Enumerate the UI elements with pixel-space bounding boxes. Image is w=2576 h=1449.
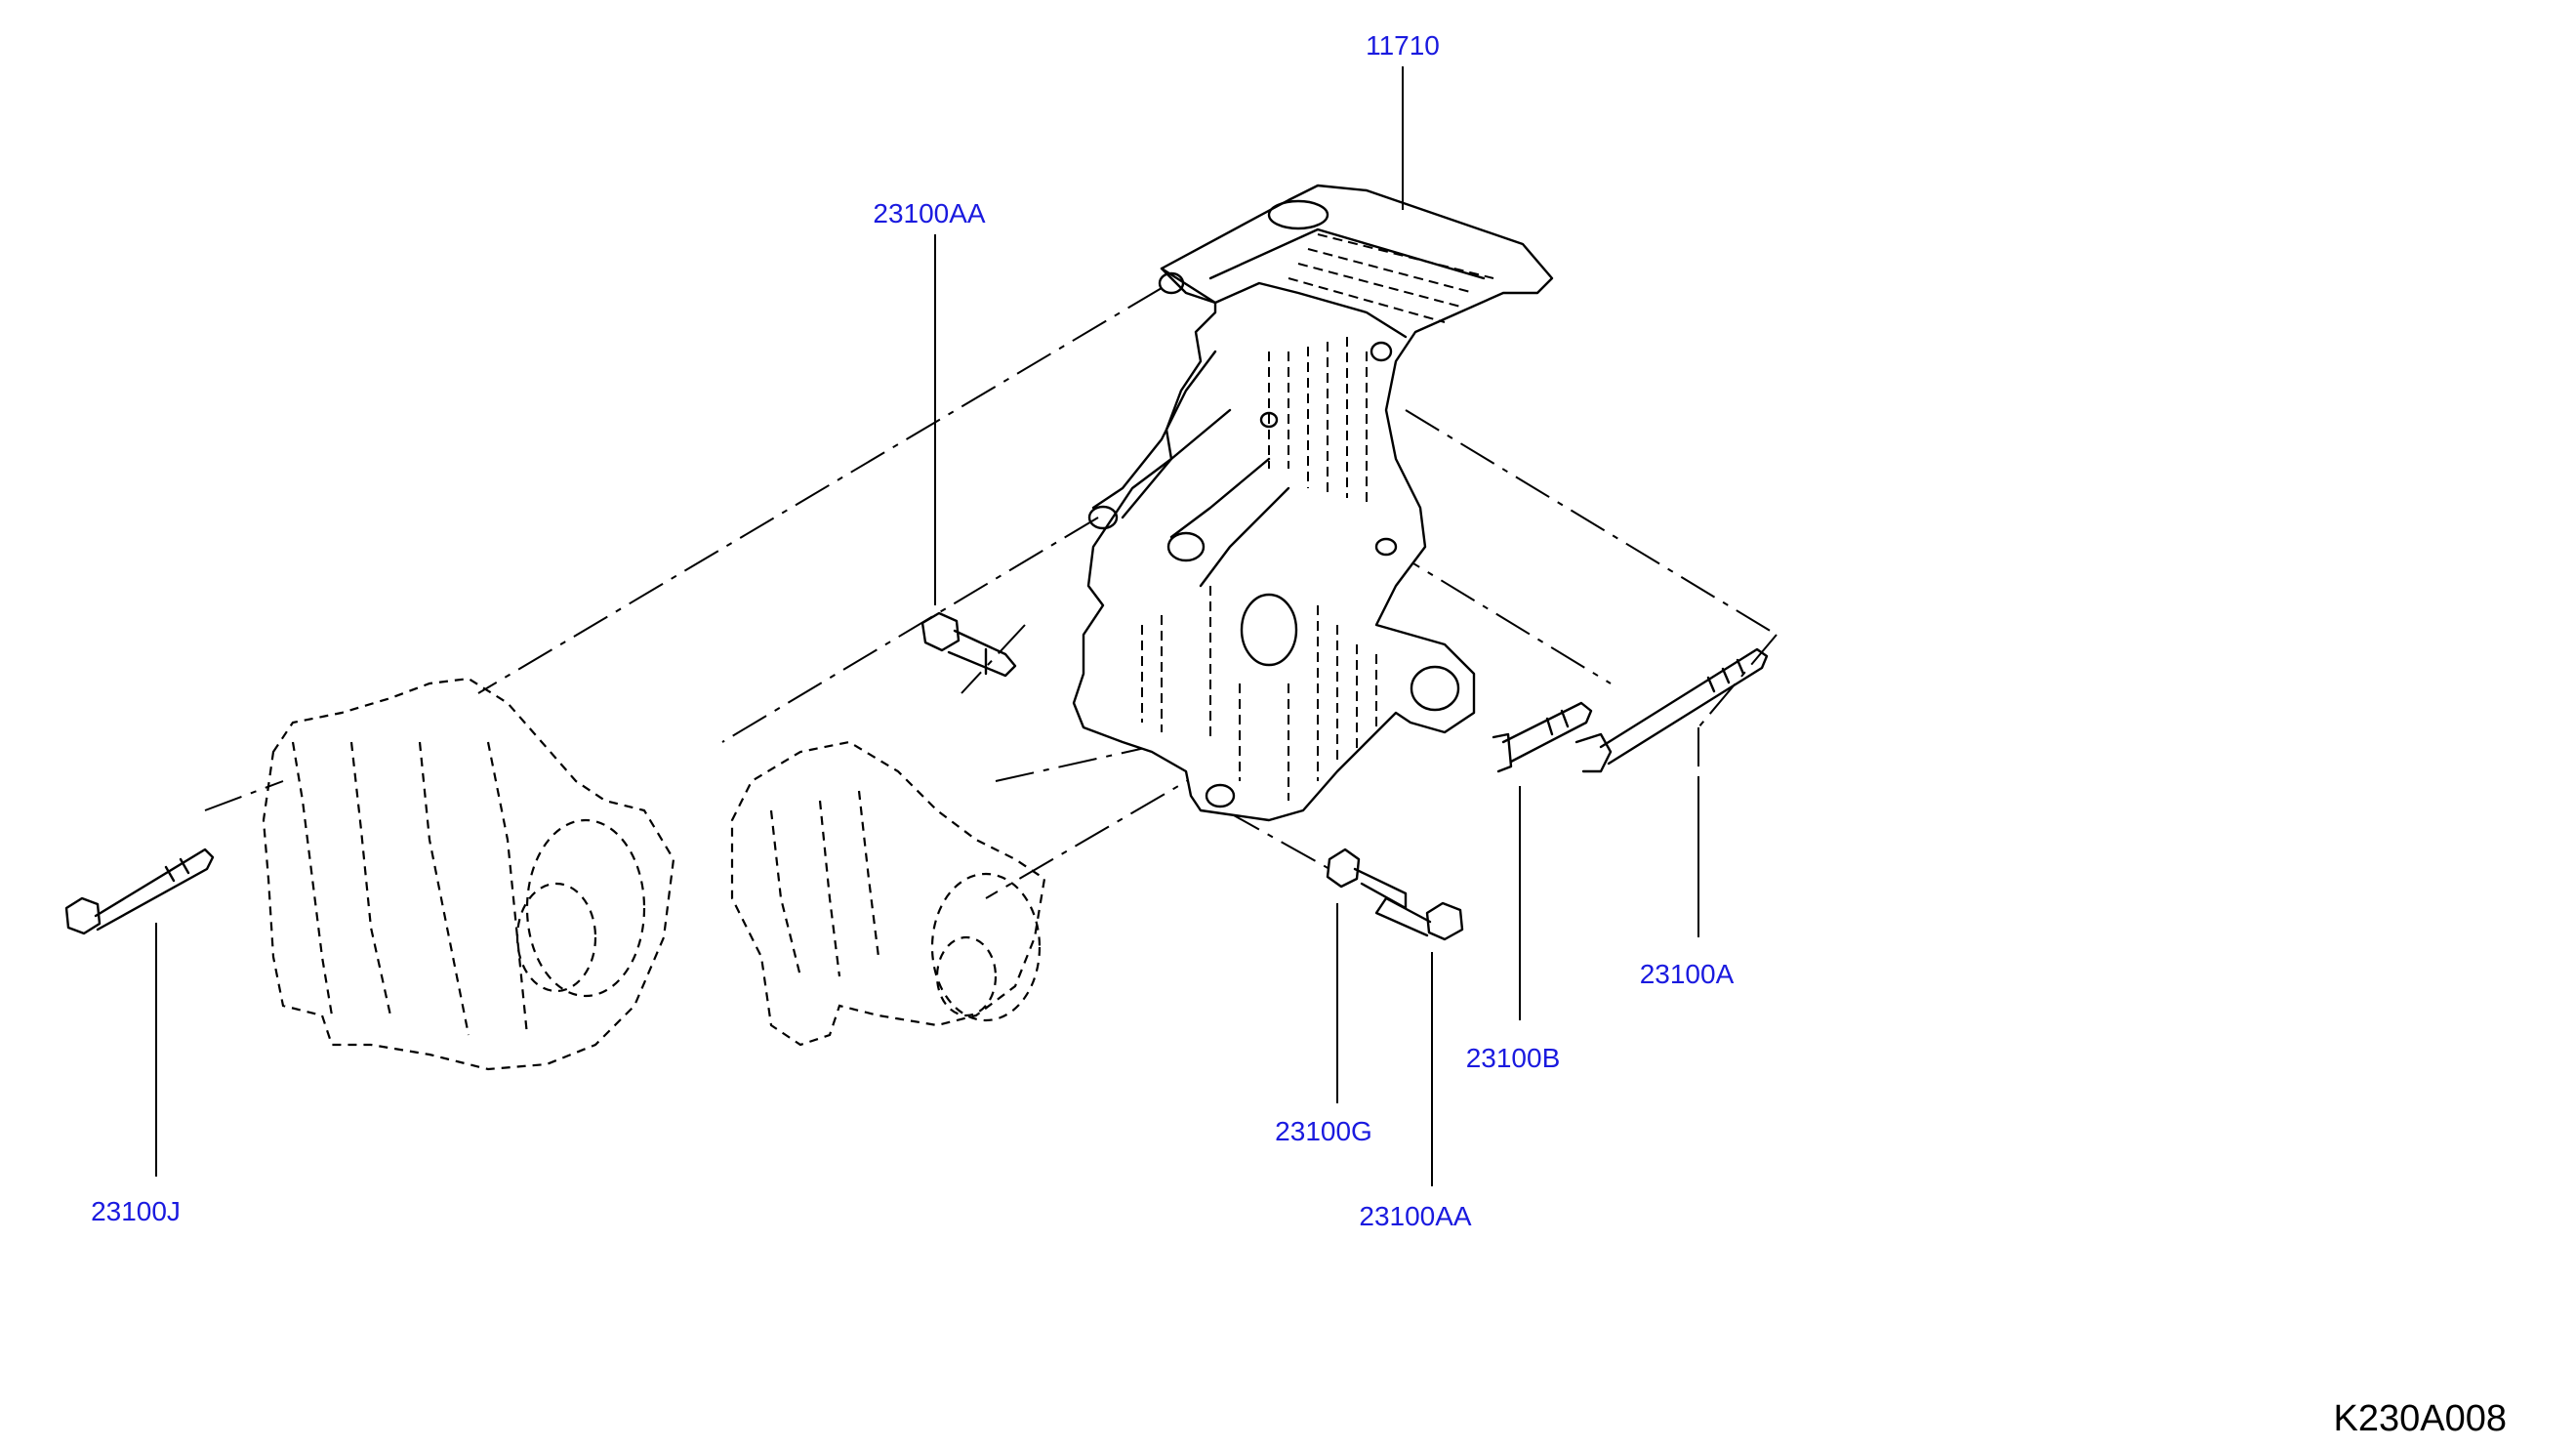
callout-23100J[interactable]: 23100J — [91, 1196, 181, 1226]
bolt-23100AA-bottom[interactable] — [1374, 896, 1464, 941]
top-plate-hatching — [1288, 233, 1494, 323]
callout-23100A[interactable]: 23100A — [1640, 959, 1735, 989]
callout-11710[interactable]: 11710 — [1366, 30, 1440, 61]
bolt-23100G[interactable] — [1326, 848, 1408, 910]
leader-lines — [155, 66, 1699, 1186]
ghost-compressor-outline — [262, 677, 675, 1071]
body-hatching — [1141, 337, 1377, 801]
callout-23100G[interactable]: 23100G — [1275, 1116, 1372, 1146]
engine-mounting-bracket[interactable] — [1072, 184, 1554, 822]
bolt-23100J[interactable] — [64, 848, 215, 935]
bolt-23100AA-top[interactable] — [920, 611, 1017, 678]
callout-23100AA-top[interactable]: 23100AA — [873, 198, 986, 228]
ghost-pump-outline — [730, 740, 1046, 1047]
callout-23100B[interactable]: 23100B — [1466, 1043, 1561, 1073]
center-lines — [204, 287, 1778, 899]
callout-23100AA-bottom[interactable]: 23100AA — [1359, 1201, 1472, 1231]
bolt-23100B[interactable] — [1492, 701, 1593, 773]
diagram-code: K230A008 — [2334, 1398, 2508, 1439]
stud-23100A[interactable] — [1574, 647, 1769, 773]
